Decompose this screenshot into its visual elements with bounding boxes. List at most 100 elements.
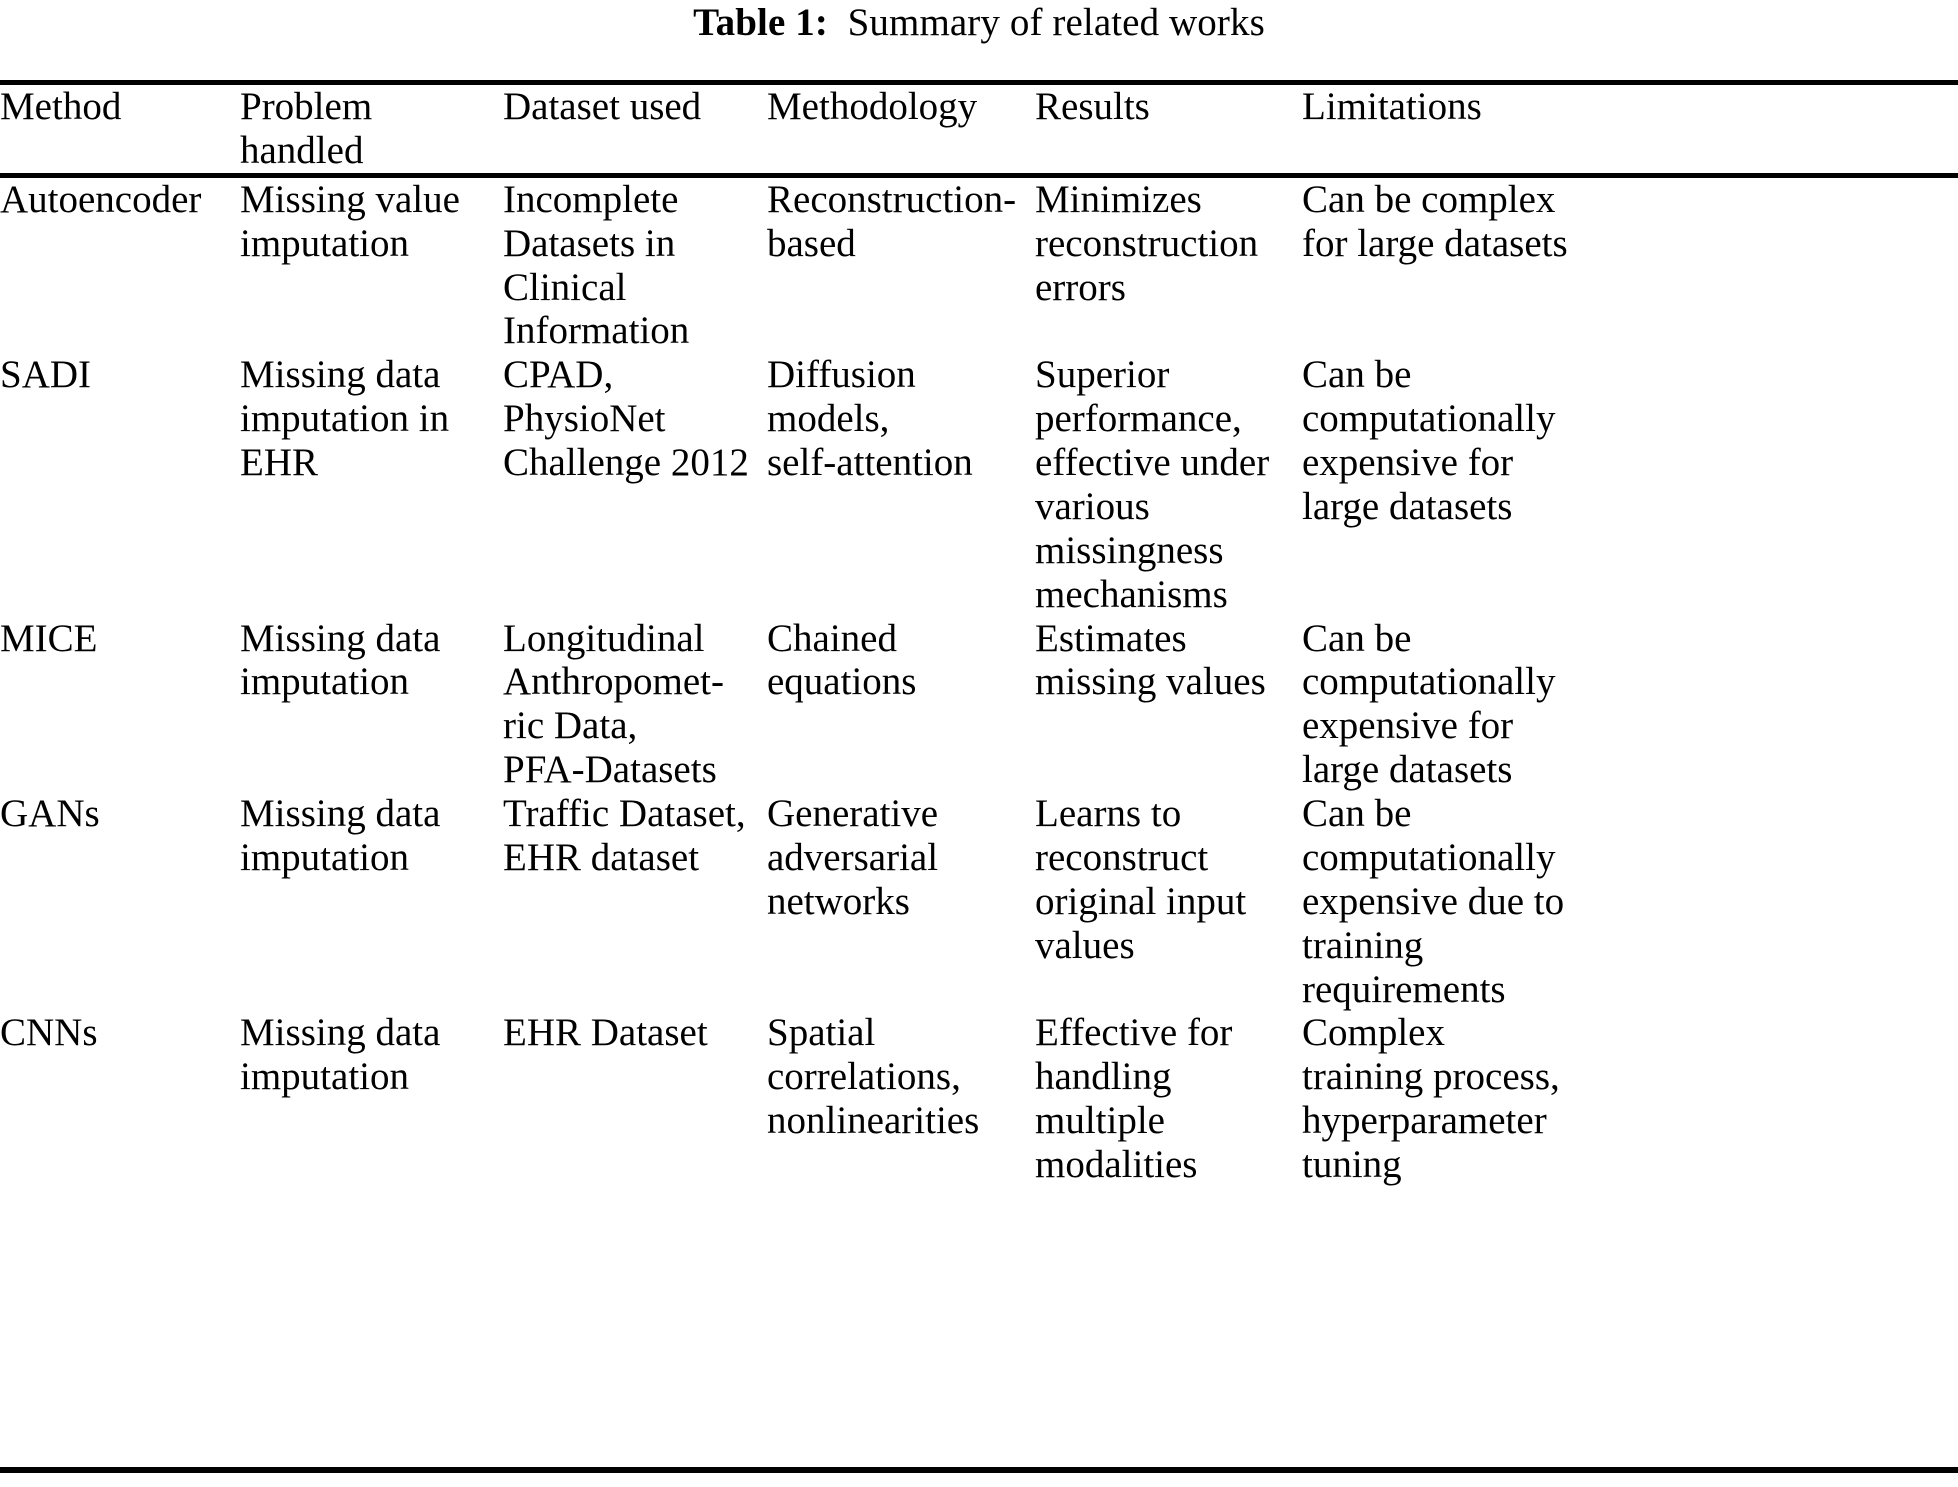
cell-line: self-attention xyxy=(767,441,973,484)
cell-line: multiple xyxy=(1035,1099,1165,1143)
cell-line: reconstruction xyxy=(1035,221,1259,265)
table-top-rule xyxy=(0,80,1958,85)
cell-problem-handled: Missing value imputation xyxy=(240,178,503,354)
cell-line: computationally xyxy=(1302,835,1556,879)
column-header-limitations: Limitations xyxy=(1302,85,1482,128)
cell-line: Information xyxy=(503,309,690,353)
header-line: handled xyxy=(240,128,364,172)
cell-line: errors xyxy=(1035,265,1126,309)
table-header-row: Method Problem handled Dataset used Meth… xyxy=(0,85,1958,173)
cell-line: Anthropomet- xyxy=(503,660,724,704)
cell-limitations: Can be computationally expensive for lar… xyxy=(1302,353,1958,616)
cell-line: Chained xyxy=(767,616,897,660)
cell-line: adversarial xyxy=(767,835,939,879)
cell-problem-handled: Missing data imputation xyxy=(240,617,503,793)
cell-line: reconstruct xyxy=(1035,835,1209,879)
cell-line: tuning xyxy=(1302,1143,1402,1186)
table-header-rule xyxy=(0,172,1958,178)
table-row: MICE Missing data imputation Longitudina… xyxy=(0,617,1958,793)
cell-line: expensive for xyxy=(1302,704,1514,748)
cell-line: hyperparameter xyxy=(1302,1099,1547,1143)
cell-line: expensive for xyxy=(1302,441,1514,484)
cell-method: GANs xyxy=(0,792,100,835)
cell-method: SADI xyxy=(0,353,92,397)
cell-line: Reconstruction- xyxy=(767,177,1017,221)
cell-line: computationally xyxy=(1302,660,1556,704)
table-row: GANs Missing data imputation Traffic Dat… xyxy=(0,792,1958,1011)
cell-line: Diffusion xyxy=(767,353,916,397)
cell-line: large datasets xyxy=(1302,748,1513,792)
cell-methodology: Diffusion models, self-attention xyxy=(767,353,1035,616)
cell-line: Learns to xyxy=(1035,792,1182,835)
table-row: CNNs Missing data imputation EHR Dataset… xyxy=(0,1011,1958,1187)
cell-limitations: Can be computationally expensive due to … xyxy=(1302,792,1958,1011)
cell-dataset-used: Traffic Dataset, EHR dataset xyxy=(503,792,767,1011)
cell-line: imputation xyxy=(240,835,409,879)
cell-line: computationally xyxy=(1302,397,1556,441)
cell-dataset-used: Longitudinal Anthropomet- ric Data, PFA-… xyxy=(503,617,767,793)
cell-method: CNNs xyxy=(0,1011,98,1055)
cell-results: Effective for handling multiple modaliti… xyxy=(1035,1011,1302,1187)
cell-line: expensive due to xyxy=(1302,879,1565,923)
cell-dataset-used: EHR Dataset xyxy=(503,1011,767,1187)
cell-line: correlations, xyxy=(767,1055,961,1099)
cell-limitations: Can be complex for large datasets xyxy=(1302,178,1958,354)
table-body: Autoencoder Missing value imputation Inc… xyxy=(0,178,1958,1187)
cell-line: models, xyxy=(767,397,890,441)
cell-line: Missing data xyxy=(240,1011,441,1055)
cell-line: Clinical xyxy=(503,265,627,309)
cell-line: training xyxy=(1302,923,1424,967)
cell-line: Generative xyxy=(767,792,939,835)
cell-line: missing values xyxy=(1035,660,1266,704)
cell-methodology: Reconstruction- based xyxy=(767,178,1035,354)
cell-line: Complex xyxy=(1302,1011,1445,1055)
cell-line: Spatial xyxy=(767,1011,876,1055)
cell-line: Minimizes xyxy=(1035,177,1202,221)
cell-line: PhysioNet xyxy=(503,397,666,441)
cell-limitations: Complex training process, hyperparameter… xyxy=(1302,1011,1958,1187)
cell-line: Longitudinal xyxy=(503,616,705,660)
cell-line: networks xyxy=(767,879,910,923)
cell-problem-handled: Missing data imputation in EHR xyxy=(240,353,503,616)
cell-line: Can be xyxy=(1302,353,1412,397)
cell-method: Autoencoder xyxy=(0,177,202,221)
column-header-methodology: Methodology xyxy=(767,85,978,128)
cell-methodology: Chained equations xyxy=(767,617,1035,793)
cell-line: CPAD, xyxy=(503,353,614,397)
cell-line: imputation xyxy=(240,660,409,704)
cell-methodology: Spatial correlations, nonlinearities xyxy=(767,1011,1035,1187)
cell-results: Learns to reconstruct original input val… xyxy=(1035,792,1302,1011)
cell-line: Missing data xyxy=(240,616,441,660)
cell-line: Datasets in xyxy=(503,221,676,265)
cell-line: Can be xyxy=(1302,616,1412,660)
table-bottom-rule xyxy=(0,1467,1958,1473)
cell-method: MICE xyxy=(0,616,98,660)
cell-line: Can be complex xyxy=(1302,177,1556,221)
table-row: SADI Missing data imputation in EHR CPAD… xyxy=(0,353,1958,616)
cell-line: for large datasets xyxy=(1302,221,1568,265)
cell-line: performance, xyxy=(1035,397,1242,441)
cell-line: ric Data, xyxy=(503,704,638,748)
caption-label: Table 1: xyxy=(693,1,828,44)
cell-line: handling xyxy=(1035,1055,1172,1099)
cell-line: large datasets xyxy=(1302,484,1513,528)
cell-problem-handled: Missing data imputation xyxy=(240,1011,503,1187)
cell-line: imputation in xyxy=(240,397,450,441)
cell-line: missingness xyxy=(1035,528,1224,572)
cell-line: based xyxy=(767,221,856,265)
cell-line: PFA-Datasets xyxy=(503,748,717,792)
column-header-problem-handled: Problem handled xyxy=(240,85,503,173)
cell-line: original input xyxy=(1035,879,1247,923)
summary-of-related-works-table: Method Problem handled Dataset used Meth… xyxy=(0,85,1958,173)
cell-dataset-used: Incomplete Datasets in Clinical Informat… xyxy=(503,178,767,354)
cell-limitations: Can be computationally expensive for lar… xyxy=(1302,617,1958,793)
cell-line: EHR Dataset xyxy=(503,1011,708,1055)
cell-line: Missing data xyxy=(240,353,441,397)
cell-results: Minimizes reconstruction errors xyxy=(1035,178,1302,354)
column-header-results: Results xyxy=(1035,85,1150,128)
cell-line: training process, xyxy=(1302,1055,1560,1099)
cell-line: Superior xyxy=(1035,353,1170,397)
cell-line: Incomplete xyxy=(503,177,679,221)
cell-line: imputation xyxy=(240,1055,409,1099)
